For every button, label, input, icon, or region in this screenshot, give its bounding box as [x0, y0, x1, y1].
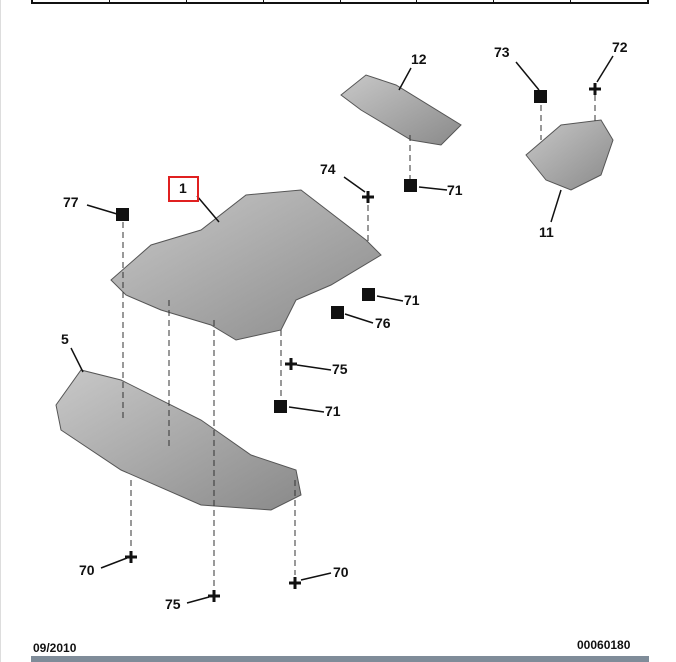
- part-12-shield[interactable]: [340, 74, 462, 146]
- callout-71[interactable]: 71: [325, 403, 341, 419]
- callout-71[interactable]: 71: [447, 182, 463, 198]
- screw-icon: [285, 358, 297, 370]
- callout-12[interactable]: 12: [411, 51, 427, 67]
- square-clip-icon: [116, 208, 129, 221]
- callout-76[interactable]: 76: [375, 315, 391, 331]
- screw-icon: [362, 191, 374, 203]
- part-11-shield[interactable]: [525, 119, 614, 191]
- callout-77[interactable]: 77: [63, 194, 79, 210]
- assembly-lines: [122, 95, 596, 590]
- callout-75[interactable]: 75: [165, 596, 181, 612]
- footer-bar: [31, 656, 649, 662]
- fastener-markers: [116, 90, 547, 413]
- callout-75[interactable]: 75: [332, 361, 348, 377]
- screw-icon: [289, 577, 301, 589]
- square-clip-icon: [362, 288, 375, 301]
- square-clip-icon: [331, 306, 344, 319]
- square-clip-icon: [534, 90, 547, 103]
- callout-74[interactable]: 74: [320, 161, 336, 177]
- highlight-box: [168, 176, 199, 202]
- callout-72[interactable]: 72: [612, 39, 628, 55]
- screw-icon: [125, 551, 137, 563]
- callout-73[interactable]: 73: [494, 44, 510, 60]
- square-clip-icon: [274, 400, 287, 413]
- header-table-row: [31, 0, 649, 4]
- footer-code: 00060180: [577, 638, 631, 652]
- callout-70[interactable]: 70: [333, 564, 349, 580]
- screw-icon: [208, 590, 220, 602]
- square-clip-icon: [404, 179, 417, 192]
- callout-70[interactable]: 70: [79, 562, 95, 578]
- screw-icon: [589, 83, 601, 95]
- callout-5[interactable]: 5: [61, 331, 69, 347]
- footer-date: 09/2010: [33, 641, 77, 655]
- callout-71[interactable]: 71: [404, 292, 420, 308]
- callout-11[interactable]: 11: [539, 224, 554, 240]
- callout-1[interactable]: 1: [179, 180, 187, 196]
- screw-markers: [125, 83, 601, 602]
- part-5-front-shield[interactable]: [55, 369, 302, 511]
- leader-lines: [70, 55, 614, 604]
